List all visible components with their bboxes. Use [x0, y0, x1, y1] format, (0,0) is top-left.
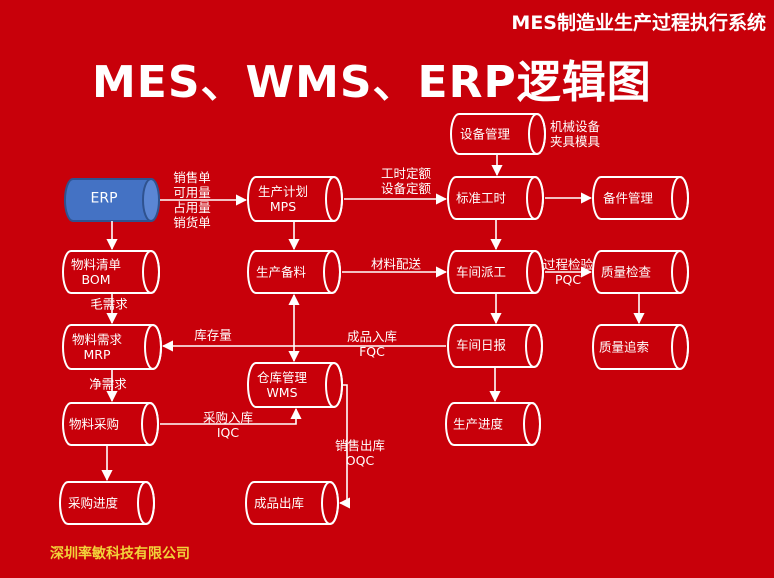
edge-label-mrp-purchase: 净需求 [89, 377, 127, 392]
node-bom-line2: BOM [81, 272, 111, 287]
node-mrp-line2: MRP [83, 347, 111, 362]
equipment-note: 机械设备 夹具模具 [550, 119, 600, 149]
node-purchase-progress[interactable]: 采购进度 [68, 496, 118, 511]
node-quality-trace-label: 质量追索 [598, 339, 650, 355]
node-fg-out-label: 成品出库 [253, 495, 305, 511]
edge-label-line: 材料配送 [370, 256, 422, 272]
cylinder-cap-quality-check [671, 250, 689, 294]
cylinder-cap-prod-progress [523, 402, 541, 446]
cylinder-cap-std-time [526, 176, 544, 220]
node-spare-parts[interactable]: 备件管理 [603, 191, 653, 206]
edge-label-line: 过程检验 [542, 257, 594, 272]
node-spare-parts-label: 备件管理 [602, 190, 654, 206]
cylinder-cap-purchase [141, 402, 159, 446]
edge-label-prep-dispatch: 材料配送 [371, 257, 421, 272]
edge-label-line: OQC [345, 453, 375, 468]
edge-label-line: 夹具模具 [549, 134, 601, 149]
node-quality-check[interactable]: 质量检查 [601, 265, 651, 280]
edge-label-line: 销售单 [173, 170, 211, 185]
node-wms-line2: WMS [266, 385, 298, 400]
edge-label-mps-std: 工时定额 设备定额 [381, 166, 431, 196]
node-erp-label: ERP [90, 190, 118, 207]
edge-label-bom-mrp: 毛需求 [90, 297, 128, 312]
connector-wms-to-fg-out [338, 384, 351, 509]
node-prep[interactable]: 生产备料 [256, 265, 306, 280]
node-fg-out[interactable]: 成品出库 [254, 496, 304, 511]
node-quality-trace[interactable]: 质量追索 [599, 340, 649, 355]
cylinder-cap-daily-report [525, 324, 543, 368]
node-prod-progress-label: 生产进度 [452, 416, 504, 432]
edge-label-line: 占用量 [173, 200, 211, 215]
node-bom-line1: 物料清单 [70, 257, 122, 272]
node-mrp-line1: 物料需求 [71, 332, 123, 347]
edge-label-stock: 库存量 [194, 328, 232, 343]
cylinder-cap-prep [323, 250, 341, 294]
edge-label-line: 销货单 [173, 215, 211, 230]
cylinder-cap-mrp [144, 324, 162, 370]
cylinder-cap-dispatch [526, 250, 544, 294]
node-prep-label: 生产备料 [255, 264, 307, 280]
edge-label-line: 采购入库 [202, 410, 254, 425]
node-erp[interactable]: ERP [90, 190, 118, 207]
edge-label-line: PQC [554, 272, 582, 287]
edge-label-line: 工时定额 [380, 166, 432, 181]
edge-label-erp-mps: 销售单 可用量 占用量 销货单 [173, 170, 211, 230]
edge-label-line: IQC [216, 425, 240, 440]
cylinder-cap-spare-parts [671, 176, 689, 220]
cylinder-cap-equipment [528, 113, 546, 155]
node-equipment[interactable]: 设备管理 [460, 127, 510, 142]
company-name: 深圳率敏科技有限公司 [50, 546, 190, 562]
node-purchase[interactable]: 物料采购 [69, 417, 119, 432]
cylinder-cap-wms [325, 362, 343, 408]
node-mps-line2: MPS [269, 199, 297, 214]
edge-label-line: 销售出库 [334, 438, 386, 453]
node-dispatch[interactable]: 车间派工 [456, 265, 506, 280]
connector-purchase-to-wms [160, 407, 302, 425]
edge-label-line: 设备定额 [380, 181, 432, 196]
cylinder-cap-purchase-progress [137, 481, 155, 525]
node-wms-line1: 仓库管理 [256, 370, 308, 385]
node-prod-progress[interactable]: 生产进度 [453, 417, 503, 432]
node-purchase-label: 物料采购 [68, 416, 120, 432]
edge-label-line: 成品入库 [346, 329, 398, 344]
node-equipment-label: 设备管理 [459, 126, 511, 142]
node-daily-report[interactable]: 车间日报 [456, 338, 506, 353]
cylinder-cap-fg-out [321, 481, 339, 525]
cylinder-cap-mps [325, 176, 343, 222]
node-mps-line1: 生产计划 [257, 184, 309, 199]
cylinder-cap-erp [142, 178, 160, 222]
node-std-time[interactable]: 标准工时 [456, 191, 506, 206]
node-std-time-label: 标准工时 [455, 190, 507, 206]
edge-label-line: 可用量 [173, 185, 211, 200]
edge-label-oqc: 销售出库 OQC [335, 438, 385, 468]
edge-label-line: 机械设备 [549, 119, 601, 134]
node-purchase-progress-label: 采购进度 [67, 495, 119, 511]
main-title: MES、WMS、ERP逻辑图 [92, 57, 652, 108]
system-title: MES制造业生产过程执行系统 [511, 12, 766, 34]
edge-label-line: 净需求 [89, 376, 127, 392]
edge-label-line: 库存量 [194, 327, 232, 343]
edge-label-dispatch-quality: 过程检验 PQC [543, 257, 593, 287]
node-dispatch-label: 车间派工 [455, 264, 507, 280]
node-quality-check-label: 质量检查 [600, 264, 652, 280]
cylinder-cap-quality-trace [671, 324, 689, 370]
cylinder-cap-bom [142, 250, 160, 294]
edge-label-line: 毛需求 [90, 296, 128, 312]
edge-label-iqc: 采购入库 IQC [203, 410, 253, 440]
edge-label-fqc: 成品入库 FQC [347, 329, 397, 359]
edge-label-line: FQC [359, 344, 385, 359]
node-daily-report-label: 车间日报 [455, 337, 507, 353]
